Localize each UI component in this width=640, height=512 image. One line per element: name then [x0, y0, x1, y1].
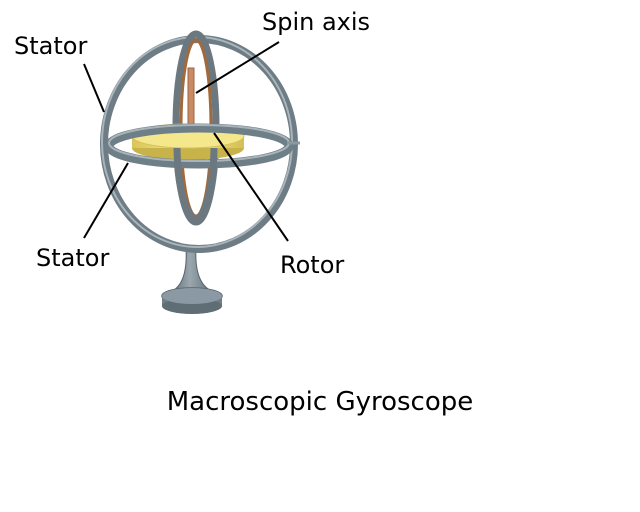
label-rotor: Rotor: [280, 251, 345, 279]
pointer-stator-bottom: [83, 162, 129, 239]
stand: [161, 247, 223, 314]
label-spin-axis: Spin axis: [262, 8, 371, 36]
label-stator-bottom: Stator: [36, 244, 110, 272]
inner-gimbal-front: [173, 147, 199, 225]
label-stator-top: Stator: [14, 32, 88, 60]
pointer-stator-top: [83, 63, 105, 113]
pointer-spin-axis: [195, 41, 280, 94]
stand-stem: [169, 247, 215, 293]
diagram-caption: Macroscopic Gyroscope: [166, 387, 474, 417]
inner-gimbal-front-right: [193, 147, 218, 225]
stand-base-top: [162, 288, 222, 304]
pointer-rotor: [213, 132, 289, 242]
